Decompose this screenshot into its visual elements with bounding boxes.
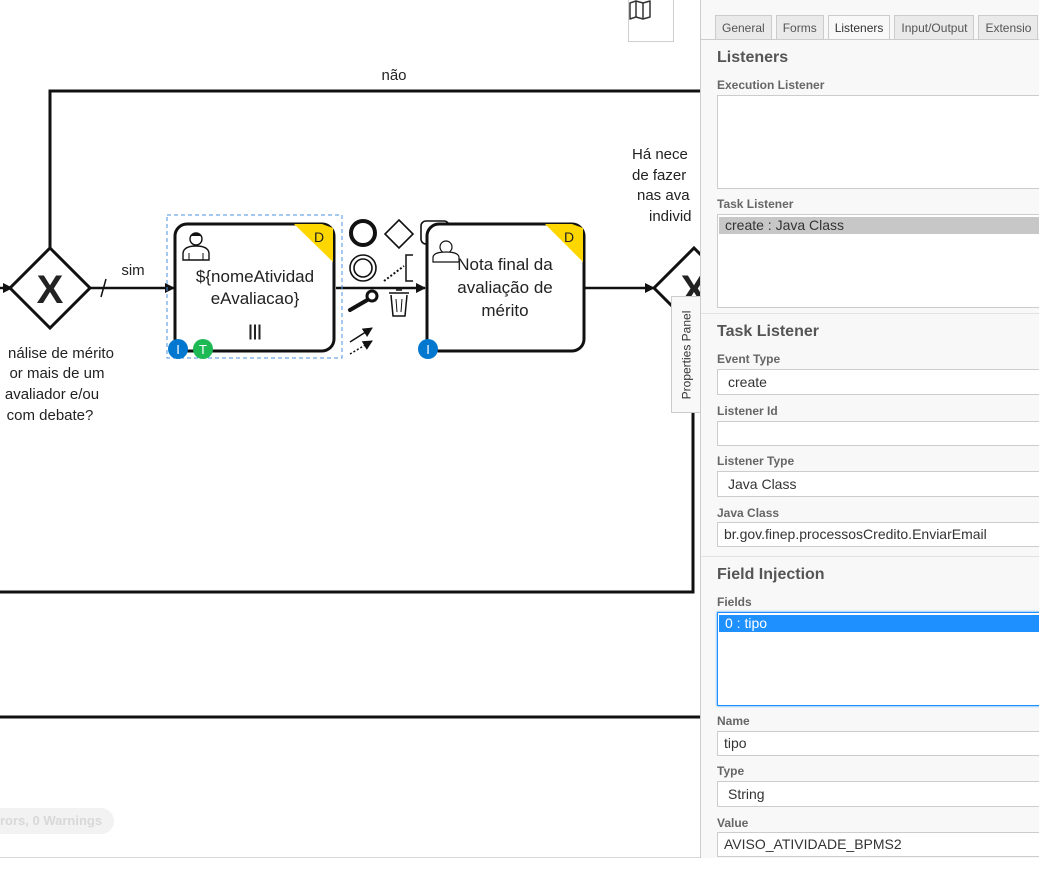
event-type-label: Event Type <box>717 352 781 366</box>
svg-text:T: T <box>199 342 207 357</box>
multi-instance-marker: ||| <box>248 323 261 340</box>
flow-yes[interactable] <box>89 278 175 298</box>
badge-i[interactable]: I <box>168 339 188 359</box>
task-corner-marker: D <box>564 229 574 245</box>
gateway-question-line: com debate? <box>7 407 94 424</box>
badge-t[interactable]: T <box>193 339 213 359</box>
append-end-event-icon[interactable] <box>349 219 377 247</box>
minimap-toggle-button[interactable] <box>628 0 674 42</box>
task-corner-marker: D <box>314 229 324 245</box>
bpmn-canvas[interactable]: não sim X nálise de mérito or mais de um… <box>0 0 700 858</box>
java-class-input[interactable]: br.gov.finep.processosCredito.EnviarEmai… <box>717 522 1039 547</box>
append-gateway-icon[interactable] <box>383 218 415 250</box>
user-task-1[interactable]: D ${nomeAtividad eAvaliacao} ||| <box>173 222 336 353</box>
value-label: Value <box>717 816 749 830</box>
listener-id-label: Listener Id <box>717 404 778 418</box>
properties-panel-toggle[interactable]: Properties Panel <box>671 296 701 413</box>
name-label: Name <box>717 714 750 728</box>
gateway-question-line: or mais de um <box>9 365 104 382</box>
fields-list[interactable]: 0 : tipo <box>717 612 1039 706</box>
text-annotation-icon[interactable] <box>383 254 413 282</box>
list-item[interactable]: 0 : tipo <box>719 615 1039 632</box>
user-task-2[interactable]: D Nota final da avaliação de mérito <box>425 222 586 353</box>
user-icon <box>182 232 210 261</box>
gateway-right-question: Há nece de fazer nas ava individ <box>632 146 692 225</box>
tab-divider <box>701 39 1039 40</box>
tab-general[interactable]: General <box>715 15 772 39</box>
listener-id-input[interactable] <box>717 421 1039 446</box>
flow-bottom[interactable] <box>0 410 695 594</box>
listeners-group-title: Listeners <box>717 49 789 66</box>
gateway-question-line: nálise de mérito <box>8 345 114 362</box>
gateway-left-question: nálise de mérito or mais de um avaliador… <box>5 345 114 424</box>
type-label: Type <box>717 764 745 778</box>
tab-input-output[interactable]: Input/Output <box>894 15 975 39</box>
task-listener-group-title: Task Listener <box>717 323 819 340</box>
connect-icon[interactable] <box>349 327 373 355</box>
properties-tabs: General Forms Listeners Input/Output Ext… <box>715 15 1039 40</box>
lint-status-text: rors, 0 Warnings <box>0 813 103 828</box>
task-name-line: eAvaliacao} <box>211 289 300 308</box>
svg-text:I: I <box>176 342 180 357</box>
exclusive-gateway-left[interactable]: X <box>7 245 93 331</box>
flow-label-yes: sim <box>121 262 144 279</box>
bottom-bar <box>0 857 1039 884</box>
tab-listeners[interactable]: Listeners <box>827 15 891 40</box>
fields-label: Fields <box>717 595 752 609</box>
user-icon <box>432 240 460 263</box>
append-intermediate-event-icon[interactable] <box>349 254 377 282</box>
listener-type-label: Listener Type <box>717 454 795 468</box>
list-item[interactable]: create : Java Class <box>719 217 1039 234</box>
badge-i[interactable]: I <box>418 339 438 359</box>
trash-icon[interactable] <box>389 289 409 317</box>
java-class-label: Java Class <box>717 506 780 520</box>
map-icon <box>629 0 651 20</box>
name-input[interactable]: tipo <box>717 731 1039 756</box>
properties-panel: General Forms Listeners Input/Output Ext… <box>700 0 1039 858</box>
gateway-question-line: individ <box>649 208 692 225</box>
execution-listener-list[interactable] <box>717 95 1039 189</box>
type-select[interactable]: String <box>717 781 1039 807</box>
tab-extensions[interactable]: Extensio <box>978 15 1039 39</box>
svg-text:I: I <box>426 342 430 357</box>
gateway-question-line: avaliador e/ou <box>5 386 99 403</box>
execution-listener-label: Execution Listener <box>717 78 825 92</box>
gateway-question-line: nas ava <box>637 187 690 204</box>
task-name-line: avaliação de <box>457 278 552 297</box>
wrench-icon[interactable] <box>348 289 379 312</box>
gateway-x-icon: X <box>37 268 64 312</box>
listener-type-select[interactable]: Java Class <box>717 471 1039 497</box>
group-divider <box>701 313 1039 314</box>
task-listener-label: Task Listener <box>717 197 794 211</box>
event-type-select[interactable]: create <box>717 369 1039 395</box>
flow-no[interactable] <box>48 89 700 248</box>
group-divider <box>701 556 1039 557</box>
gateway-question-line: Há nece <box>632 146 688 163</box>
value-input[interactable]: AVISO_ATIVIDADE_BPMS2 <box>717 832 1039 857</box>
lint-status-badge[interactable]: rors, 0 Warnings <box>0 808 115 834</box>
flow-label-no: não <box>381 67 406 84</box>
field-injection-group-title: Field Injection <box>717 566 825 583</box>
task-name-line: ${nomeAtividad <box>196 267 314 286</box>
task-listener-list[interactable]: create : Java Class <box>717 214 1039 308</box>
task-name-line: mérito <box>481 301 528 320</box>
task-name-line: Nota final da <box>457 255 553 274</box>
properties-panel-toggle-label: Properties Panel <box>679 310 694 399</box>
tab-forms[interactable]: Forms <box>775 15 824 39</box>
gateway-question-line: de fazer <box>632 167 686 184</box>
selection-outline <box>166 214 343 359</box>
